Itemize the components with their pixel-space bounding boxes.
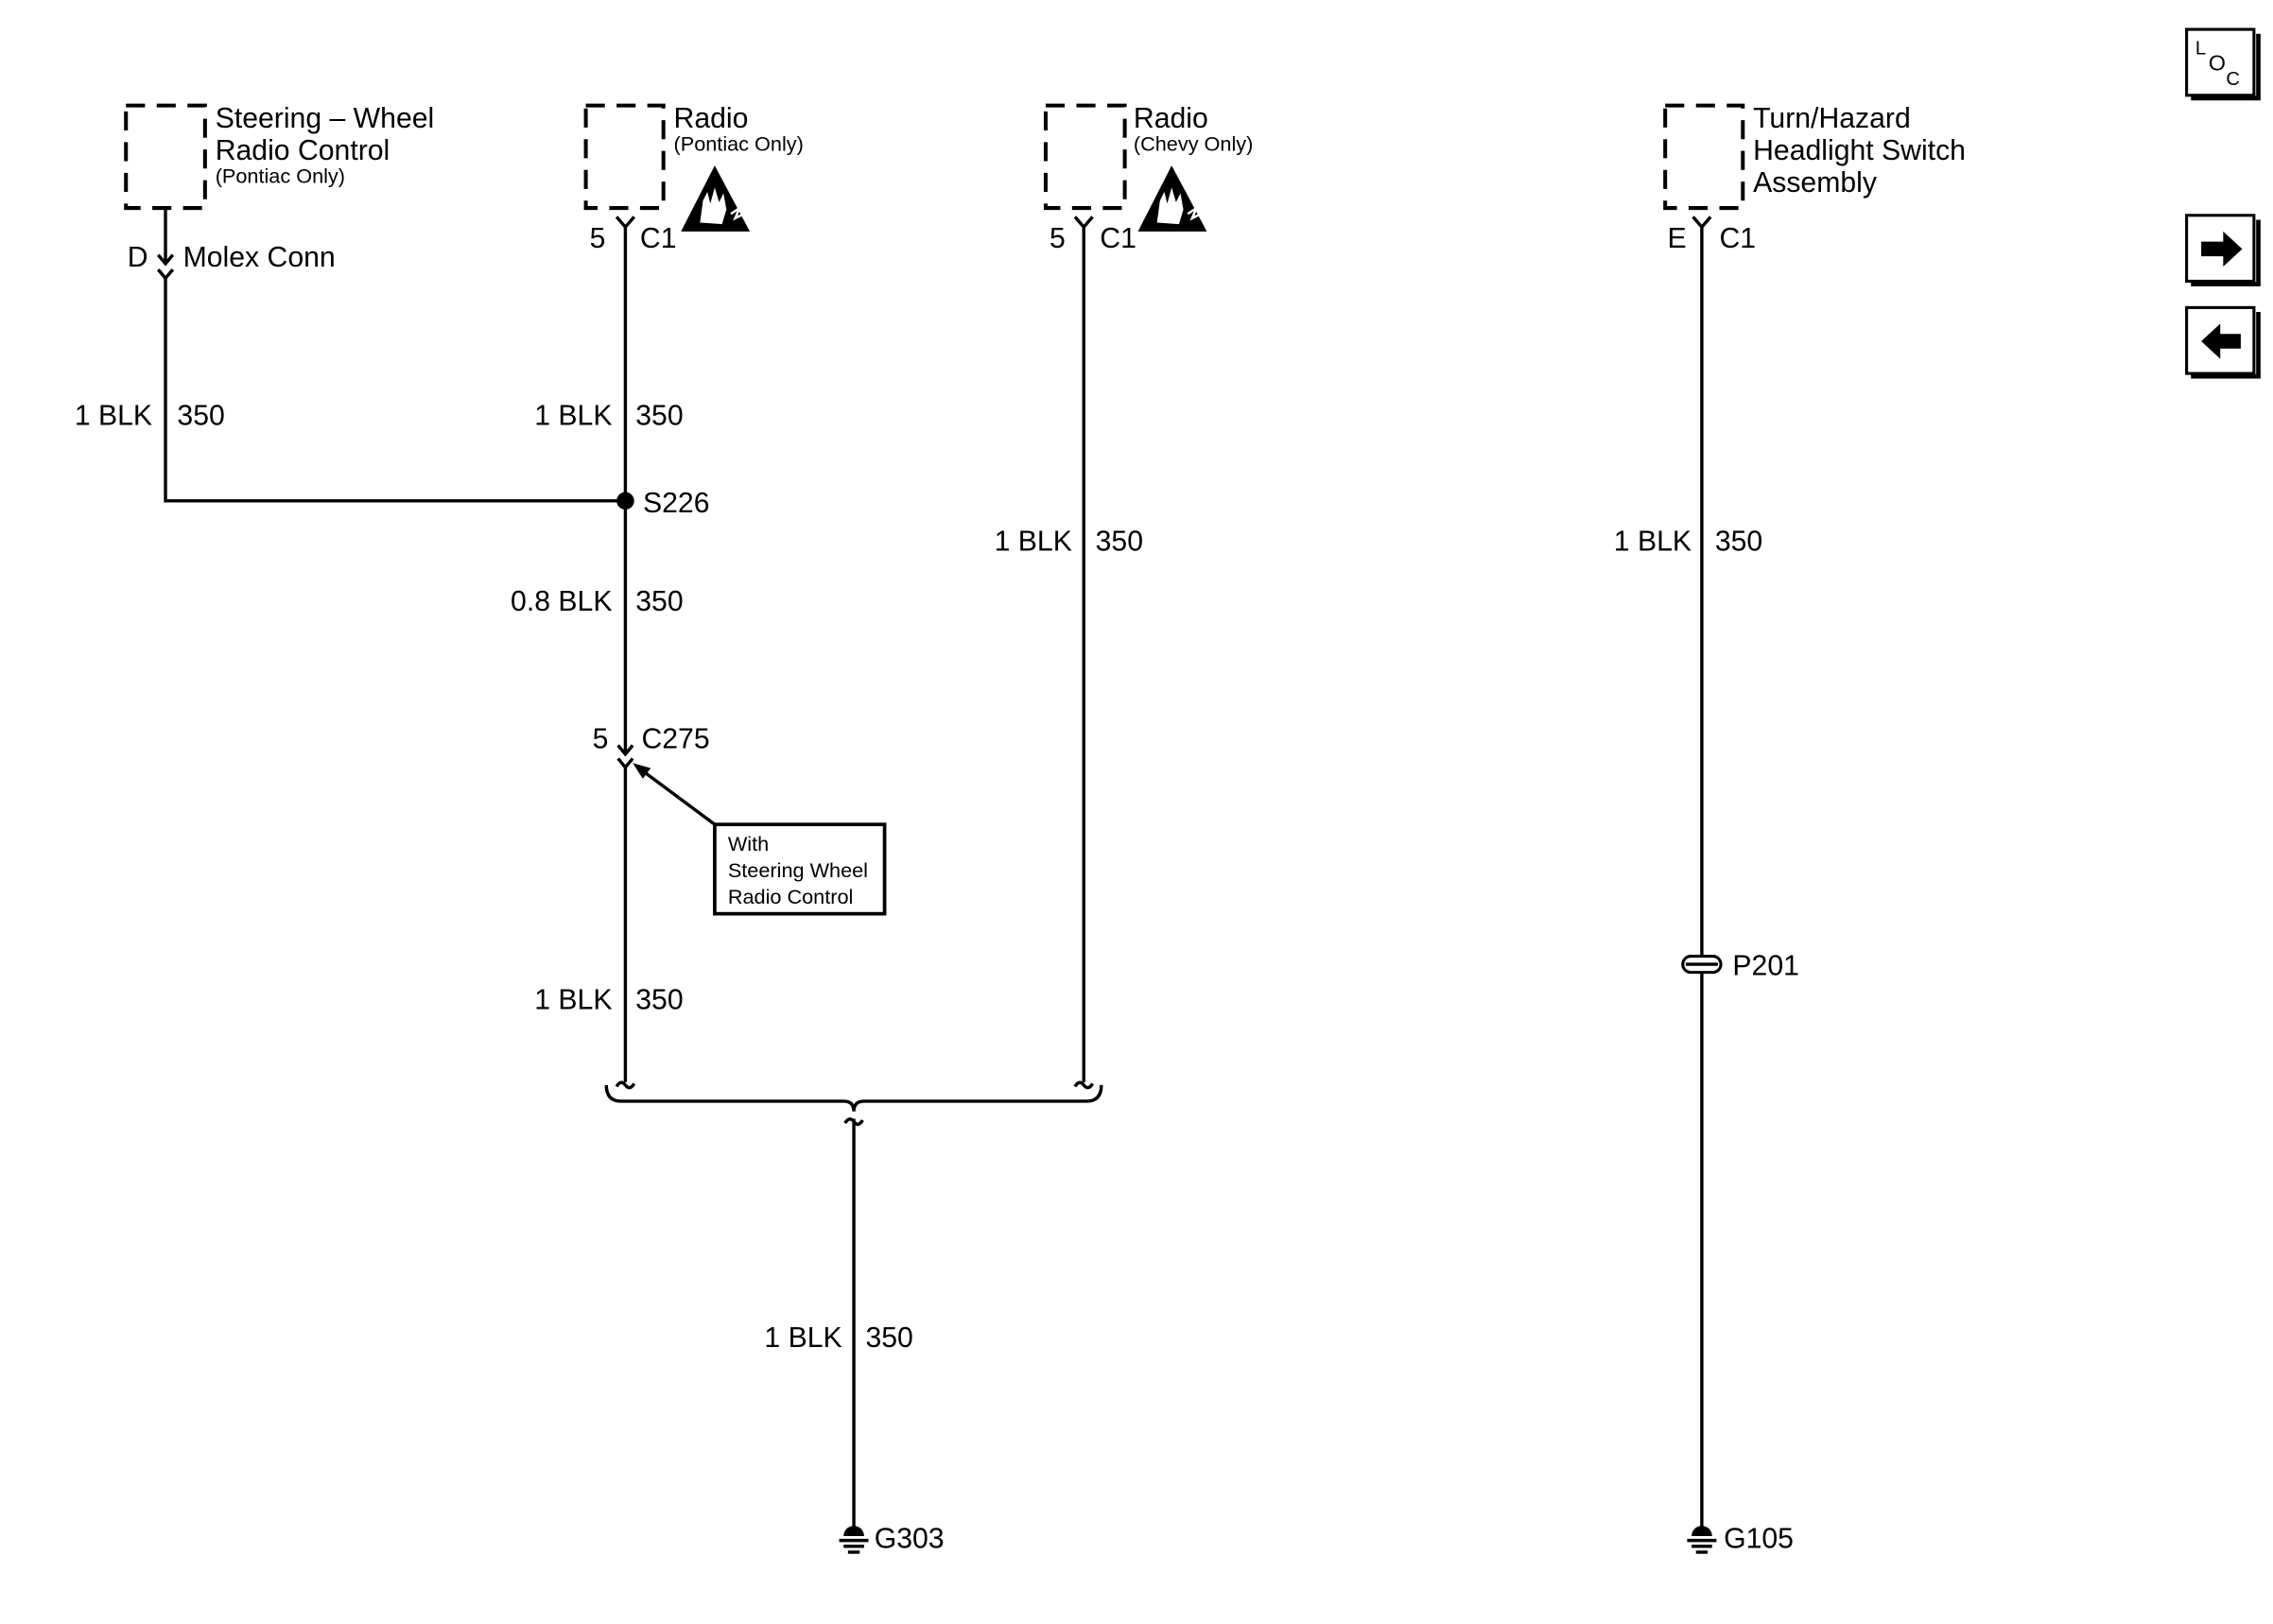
ground-g303-branch: 1 BLK 350 G303 [604,1084,1103,1554]
component-title: Radio [1134,103,1208,134]
callout-line-3: Radio Control [728,885,854,908]
wire-gauge-color: 1 BLK [75,400,152,431]
pass-through-label: P201 [1732,951,1799,982]
wire-circuit: 350 [635,586,683,617]
component-outline [124,103,207,211]
previous-button[interactable] [2185,305,2261,379]
inline-connector-pin: 5 [593,724,609,755]
radio-pontiac: Radio (Pontiac Only) 5 C1 1 BLK 350 S226… [511,103,804,1090]
component-note: (Pontiac Only) [216,164,345,188]
callout-arrow-line [645,771,716,826]
component-outline [1663,103,1745,211]
wire-bracket [604,1084,1103,1112]
next-button[interactable] [2185,214,2261,286]
arrow-right-icon [2201,231,2243,268]
terminal-symbol [1692,216,1712,230]
esd-sensitive-icon [681,165,751,232]
callout-line-2: Steering Wheel [728,858,868,882]
inline-connector-name: C275 [641,724,709,755]
connector-name: Molex Conn [183,242,336,273]
wire-break-symbol [615,1080,636,1090]
ground-icon [839,1526,869,1554]
wire-gauge-color: 1 BLK [534,400,612,431]
ground-label: G303 [875,1523,945,1554]
location-button[interactable]: L O C [2185,27,2261,101]
connector-name: C1 [640,223,677,254]
wire-circuit: 350 [1715,527,1762,558]
steering-wheel-radio-control: Steering – Wheel Radio Control (Pontiac … [75,103,626,503]
ground-label: G105 [1724,1523,1794,1554]
connector-name: C1 [1719,223,1756,254]
wire-break-symbol [1073,1080,1094,1090]
component-title-line-2: Headlight Switch [1753,135,1966,166]
callout-arrowhead [633,763,651,779]
wire-circuit: 350 [635,984,683,1015]
wire-circuit: 350 [635,400,683,431]
connector-name: C1 [1100,223,1136,254]
component-outline [1043,103,1127,211]
component-outline [583,103,666,211]
callout-note: With Steering Wheel Radio Control [633,763,887,916]
loc-letter-o: O [2209,50,2226,75]
wire-gauge-color: 1 BLK [1614,527,1692,558]
callout-box [713,822,887,916]
component-title-line-1: Turn/Hazard [1753,103,1911,134]
wire-circuit: 350 [865,1322,912,1354]
arrow-left-icon [2201,323,2241,359]
component-title-line-1: Steering – Wheel [216,103,435,134]
wire-gauge-color: 1 BLK [764,1322,842,1354]
wire-gauge-color: 1 BLK [995,527,1072,558]
radio-chevy: Radio (Chevy Only) 5 C1 1 BLK 350 [995,103,1253,1090]
terminal-symbol [1073,216,1094,230]
pass-through-grommet-icon [1681,955,1723,975]
component-title: Radio [674,103,749,134]
ground-icon [1687,1526,1717,1554]
connector-pin: E [1667,223,1686,254]
component-title-line-3: Assembly [1753,167,1878,199]
splice-label: S226 [643,488,710,519]
connector-pin: 5 [590,223,606,254]
turn-hazard-headlight-switch: Turn/Hazard Headlight Switch Assembly E … [1614,103,1966,1555]
loc-letter-l: L [2195,38,2206,59]
esd-sensitive-icon [1137,165,1207,232]
loc-letter-c: C [2226,69,2240,90]
wire-steering-to-splice [164,278,626,503]
wire-circuit: 350 [177,400,224,431]
terminal-symbol [615,216,635,230]
component-note: (Pontiac Only) [674,132,804,156]
component-title-line-2: Radio Control [216,135,390,166]
component-note: (Chevy Only) [1134,132,1253,156]
callout-line-1: With [728,832,769,855]
wire-gauge-color: 1 BLK [534,984,612,1015]
connector-pin: 5 [1050,223,1066,254]
splice-dot [616,492,634,510]
connector-pin: D [128,242,148,273]
wire-gauge-color: 0.8 BLK [511,586,612,617]
wire-circuit: 350 [1096,527,1143,558]
